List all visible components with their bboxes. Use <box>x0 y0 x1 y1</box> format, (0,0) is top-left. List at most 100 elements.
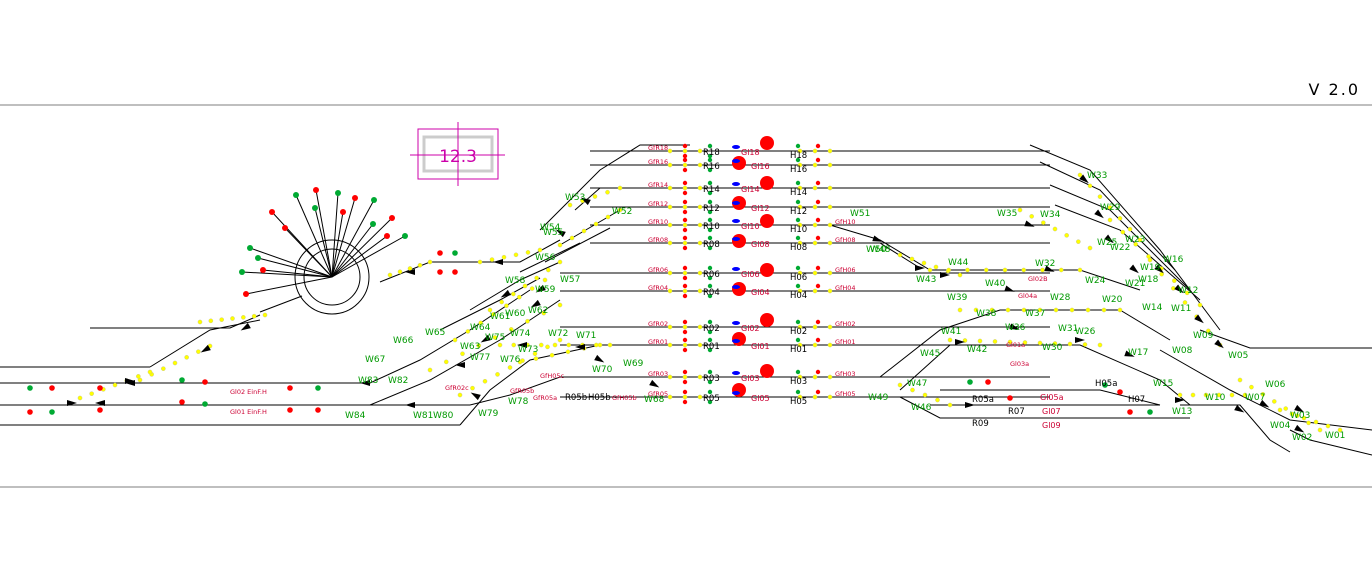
isolation-joint <box>487 307 493 313</box>
switch-point-icon[interactable] <box>1044 265 1055 274</box>
isolation-joint <box>532 351 538 356</box>
switch-point-icon[interactable] <box>125 378 135 384</box>
main-signal-gl10[interactable] <box>760 214 774 228</box>
switch-point-icon[interactable] <box>469 390 481 401</box>
switch-point-icon[interactable] <box>517 342 527 348</box>
isolation-joint <box>184 355 189 360</box>
main-signal-gl03[interactable] <box>760 364 774 378</box>
switch-point-icon[interactable] <box>1194 314 1206 325</box>
isolation-joint <box>827 270 833 276</box>
isolation-joint <box>552 342 558 348</box>
switch-point-icon[interactable] <box>1294 424 1306 435</box>
switch-point-icon[interactable] <box>199 344 211 355</box>
isolation-joint <box>1190 392 1196 398</box>
switch-point-icon[interactable] <box>1024 220 1035 229</box>
switch-point-icon[interactable] <box>405 269 415 275</box>
switch-point-icon[interactable] <box>534 284 546 295</box>
halt-label-h08: H08 <box>790 243 807 253</box>
isolation-joint <box>1249 384 1254 390</box>
signal-lamp <box>682 190 688 196</box>
switch-point-icon[interactable] <box>529 299 541 310</box>
track-marker <box>732 371 740 375</box>
switch-point-icon[interactable] <box>67 400 77 406</box>
switch-point-icon[interactable] <box>915 265 925 271</box>
signal-lamp <box>682 337 688 343</box>
signal-lamp <box>682 235 688 241</box>
switch-label-w24: W24 <box>1085 276 1106 286</box>
switch-point-icon[interactable] <box>1214 339 1226 350</box>
main-signal-gl14[interactable] <box>760 176 774 190</box>
main-signal-gl01[interactable] <box>732 332 746 346</box>
switch-point-icon[interactable] <box>95 400 105 406</box>
isolation-joint <box>196 349 201 354</box>
signal-lamp <box>707 347 713 353</box>
switch-point-icon[interactable] <box>499 289 511 300</box>
isolation-joint <box>617 207 623 213</box>
switch-point-icon[interactable] <box>965 402 975 408</box>
switch-point-icon[interactable] <box>940 272 950 278</box>
isolation-joint <box>508 327 514 332</box>
switch-point-icon[interactable] <box>479 334 491 345</box>
isolation-joint <box>525 318 530 324</box>
isolation-joint <box>517 294 522 300</box>
switch-point-icon[interactable] <box>1124 350 1135 359</box>
switch-point-icon[interactable] <box>1175 397 1185 403</box>
isolation-joint <box>1077 172 1083 178</box>
switch-point-icon[interactable] <box>1154 264 1166 275</box>
switch-point-icon[interactable] <box>575 344 585 350</box>
isolation-joint <box>797 342 803 348</box>
main-signal-gl18[interactable] <box>760 136 774 150</box>
signal-lamp <box>1117 389 1123 395</box>
main-signal-gl06[interactable] <box>760 263 774 277</box>
switch-point-icon[interactable] <box>1075 337 1085 343</box>
isolation-joint <box>1147 257 1153 263</box>
turntable-icon[interactable] <box>259 239 370 315</box>
isolation-joint <box>262 312 268 318</box>
isolation-joint <box>933 264 939 270</box>
switch-point-icon[interactable] <box>872 235 883 244</box>
signal-lamp <box>49 409 55 415</box>
switch-point-icon[interactable] <box>1294 404 1306 415</box>
main-signal-gl08[interactable] <box>732 234 746 248</box>
isolation-joint <box>427 259 433 265</box>
switch-point-icon[interactable] <box>493 259 503 265</box>
switch-point-icon[interactable] <box>1094 209 1106 220</box>
misc-label-gfr02c: GfR02c <box>445 384 469 392</box>
isolation-joint <box>581 228 587 234</box>
switch-point-icon[interactable] <box>1174 284 1186 295</box>
switch-point-icon[interactable] <box>239 322 251 333</box>
track-line <box>879 309 1171 378</box>
switch-point-icon[interactable] <box>360 380 370 386</box>
switch-label-w25: W25 <box>1097 238 1117 248</box>
route-label-r03: R03 <box>703 374 720 384</box>
main-signal-gl05[interactable] <box>732 383 746 397</box>
switch-label-w41: W41 <box>941 327 961 337</box>
switch-label-w74: W74 <box>510 329 531 339</box>
isolation-joint <box>230 316 235 321</box>
isolation-joint <box>1002 267 1008 273</box>
switch-point-icon[interactable] <box>1079 174 1091 185</box>
main-signal-gl16[interactable] <box>732 156 746 170</box>
main-signal-gl02[interactable] <box>760 313 774 327</box>
isolation-joint <box>667 270 673 276</box>
switch-point-icon[interactable] <box>405 402 415 408</box>
switch-point-icon[interactable] <box>1009 323 1020 332</box>
switch-point-icon[interactable] <box>1129 264 1141 275</box>
switch-point-icon[interactable] <box>579 195 591 206</box>
switch-point-icon[interactable] <box>955 339 965 345</box>
switch-point-icon[interactable] <box>594 354 606 365</box>
switch-point-icon[interactable] <box>649 379 661 390</box>
switch-point-icon[interactable] <box>1259 399 1271 410</box>
isolation-joint <box>812 270 818 276</box>
turntable-stall <box>384 233 390 239</box>
switch-point-icon[interactable] <box>1004 285 1015 294</box>
switch-point-icon[interactable] <box>1234 404 1246 415</box>
route-label-r08: R08 <box>703 240 720 250</box>
main-signal-gl04[interactable] <box>732 282 746 296</box>
signal-lamp <box>707 167 713 173</box>
switch-point-icon[interactable] <box>1104 234 1116 245</box>
track-line <box>1289 429 1372 456</box>
turntable-ray <box>331 197 356 278</box>
switch-point-icon[interactable] <box>455 362 465 368</box>
switch-point-icon[interactable] <box>554 227 566 238</box>
